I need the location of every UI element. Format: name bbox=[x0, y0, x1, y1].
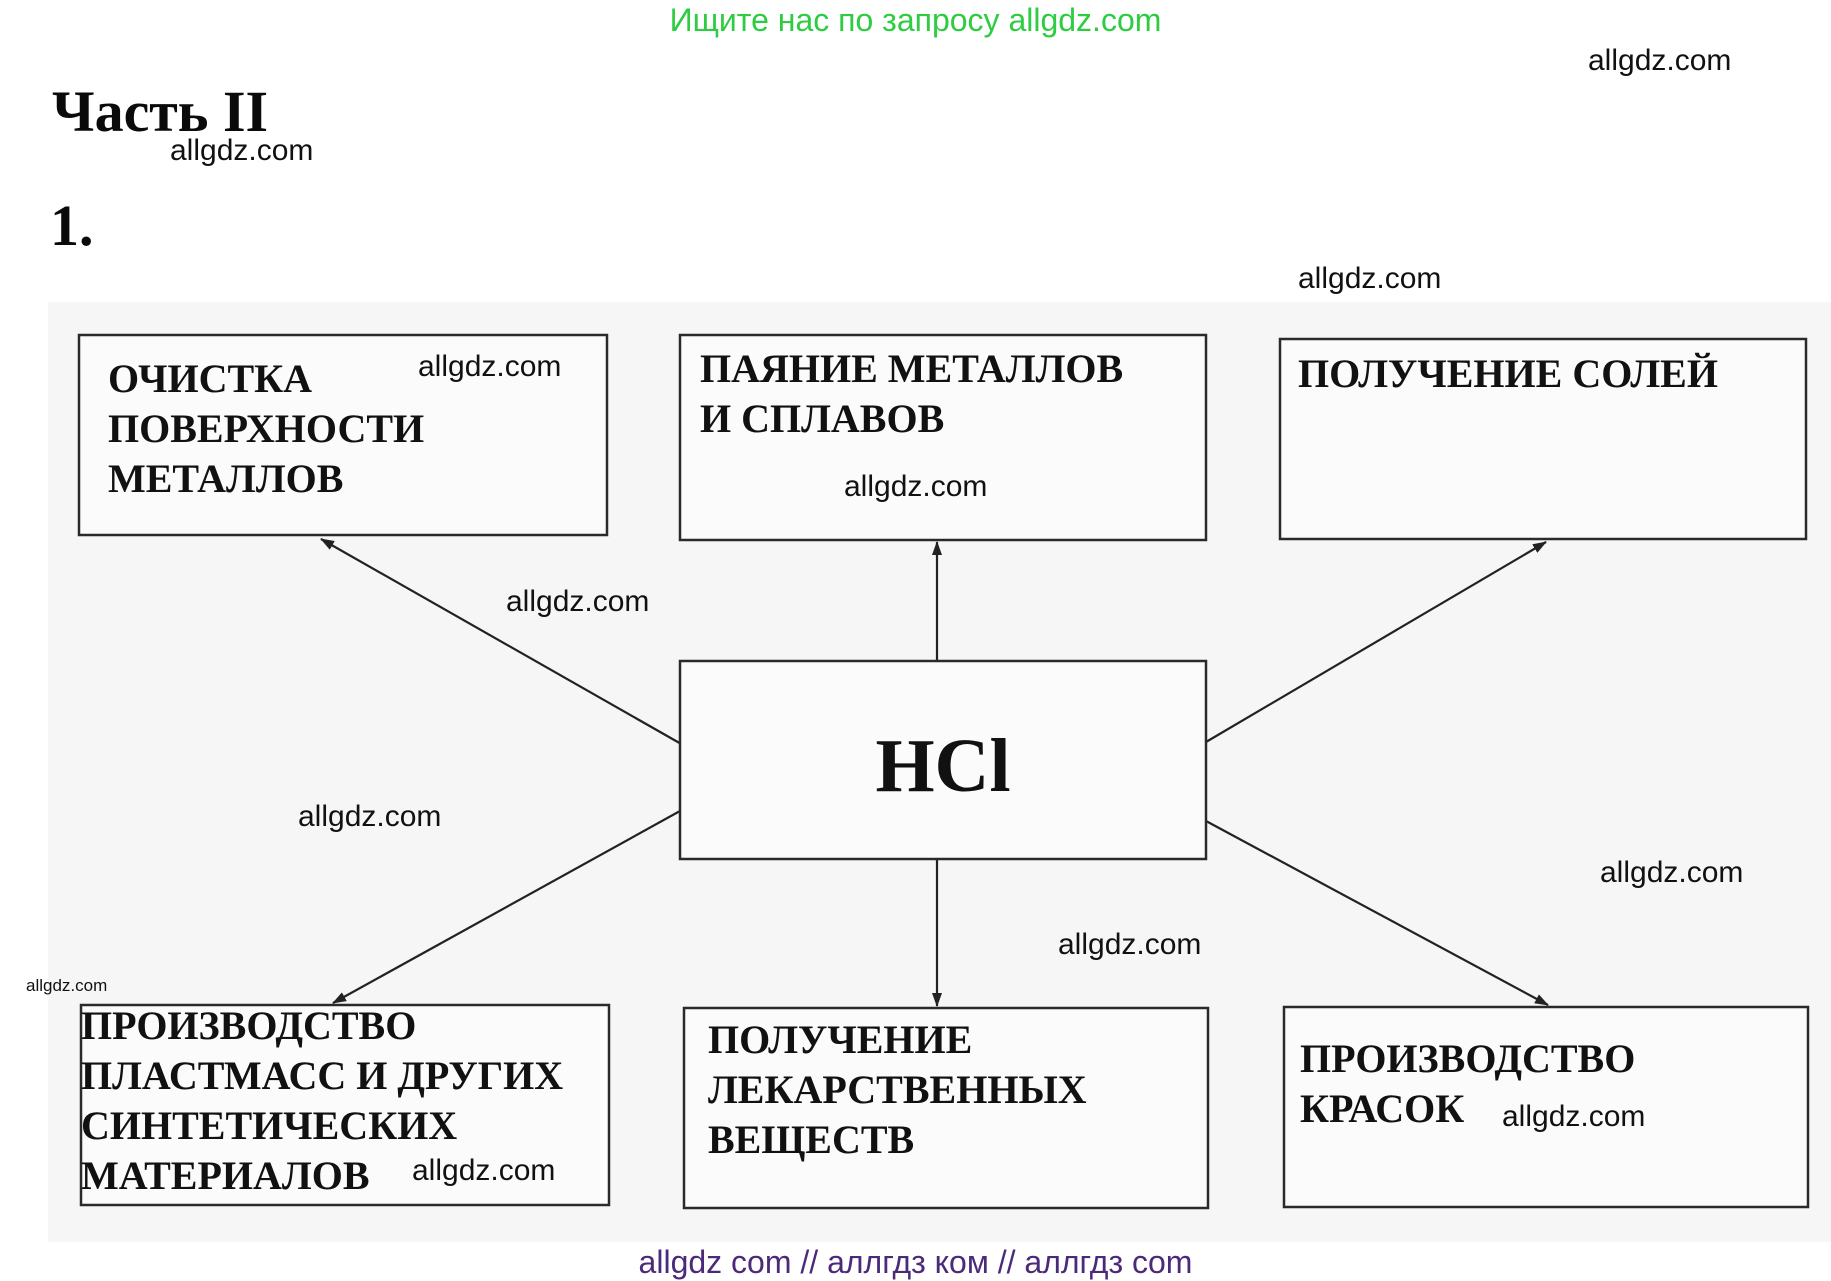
box-soldering-label-line: ПАЯНИЕ МЕТАЛЛОВ bbox=[700, 346, 1123, 391]
diagram-area: ОЧИСТКА ПОВЕРХНОСТИ МЕТАЛЛОВ ПАЯНИЕ МЕТАЛЛО… bbox=[48, 302, 1831, 1242]
watermark: allgdz.com bbox=[1502, 1100, 1646, 1133]
center-box bbox=[678, 659, 1208, 861]
arrow-to-box-salts bbox=[1205, 541, 1547, 743]
watermark: allgdz.com bbox=[418, 350, 562, 383]
box-soldering-label-line: И СПЛАВОВ bbox=[700, 396, 944, 441]
arrow-to-box-paints bbox=[1205, 820, 1549, 1006]
box-cleaning-label-line: ОЧИСТКА bbox=[108, 356, 312, 401]
box-plastics-label-line: МАТЕРИАЛОВ bbox=[81, 1153, 370, 1198]
box-paints-label-line: КРАСОК bbox=[1300, 1086, 1464, 1131]
box-plastics-border bbox=[79, 1003, 611, 1207]
box-plastics-label-line: ПРОИЗВОДСТВО bbox=[81, 1003, 416, 1048]
box-paints: ПРОИЗВОДСТВО КРАСОК bbox=[1282, 1005, 1810, 1209]
center-layer: HCl bbox=[678, 659, 1208, 861]
arrow-to-box-cleaning bbox=[320, 538, 684, 746]
box-plastics-label-line: СИНТЕТИЧЕСКИХ bbox=[81, 1103, 457, 1148]
task-number: 1. bbox=[50, 193, 94, 258]
box-cleaning: ОЧИСТКА ПОВЕРХНОСТИ МЕТАЛЛОВ bbox=[77, 333, 609, 537]
watermark: allgdz.com bbox=[1600, 856, 1744, 889]
box-soldering-border bbox=[678, 333, 1208, 542]
watermark: allgdz.com bbox=[1058, 928, 1202, 961]
diagram: ОЧИСТКА ПОВЕРХНОСТИ МЕТАЛЛОВ ПАЯНИЕ МЕТАЛЛО… bbox=[77, 333, 1810, 1210]
box-medicines-label-line: ВЕЩЕСТВ bbox=[708, 1117, 914, 1162]
bottom-banner: allgdz com // аллгдз ком // аллгдз com bbox=[638, 1244, 1193, 1280]
watermark: allgdz.com bbox=[170, 134, 314, 167]
box-medicines-label-line: ЛЕКАРСТВЕННЫХ bbox=[708, 1067, 1087, 1112]
watermark: allgdz.com bbox=[844, 470, 988, 503]
watermark: allgdz.com bbox=[1588, 44, 1732, 77]
box-salts: ПОЛУЧЕНИЕ СОЛЕЙ bbox=[1278, 337, 1808, 541]
top-banner: Ищите нас по запросу allgdz.com bbox=[669, 2, 1162, 38]
box-paints-border bbox=[1282, 1005, 1810, 1209]
box-cleaning-label-line: ПОВЕРХНОСТИ bbox=[108, 406, 424, 451]
watermark: allgdz.com bbox=[298, 800, 442, 833]
box-plastics: ПРОИЗВОДСТВО ПЛАСТМАСС И ДРУГИХ СИНТЕТИЧЕС… bbox=[79, 1003, 611, 1207]
center-label: HCl bbox=[875, 724, 1010, 808]
watermark: allgdz.com bbox=[412, 1154, 556, 1187]
box-medicines-border bbox=[682, 1006, 1210, 1210]
watermark: allgdz.com bbox=[1298, 262, 1442, 295]
box-cleaning-label-line: МЕТАЛЛОВ bbox=[108, 456, 343, 501]
boxes-layer: ОЧИСТКА ПОВЕРХНОСТИ МЕТАЛЛОВ ПАЯНИЕ МЕТАЛЛО… bbox=[77, 333, 1810, 1210]
watermark: allgdz.com bbox=[26, 976, 108, 995]
box-medicines-label-line: ПОЛУЧЕНИЕ bbox=[708, 1017, 972, 1062]
box-paints-label-line: ПРОИЗВОДСТВО bbox=[1300, 1036, 1635, 1081]
box-plastics-label-line: ПЛАСТМАСС И ДРУГИХ bbox=[81, 1053, 563, 1098]
box-cleaning-border bbox=[77, 333, 609, 537]
part-heading: Часть II bbox=[52, 79, 269, 144]
box-soldering: ПАЯНИЕ МЕТАЛЛОВ И СПЛАВОВ bbox=[678, 333, 1208, 542]
box-medicines: ПОЛУЧЕНИЕ ЛЕКАРСТВЕННЫХ ВЕЩЕСТВ bbox=[682, 1006, 1210, 1210]
watermark: allgdz.com bbox=[506, 585, 650, 618]
edges-layer bbox=[320, 538, 1549, 1007]
box-salts-border bbox=[1278, 337, 1808, 541]
box-salts-label-line: ПОЛУЧЕНИЕ СОЛЕЙ bbox=[1298, 351, 1718, 396]
arrow-to-box-plastics bbox=[332, 810, 681, 1004]
